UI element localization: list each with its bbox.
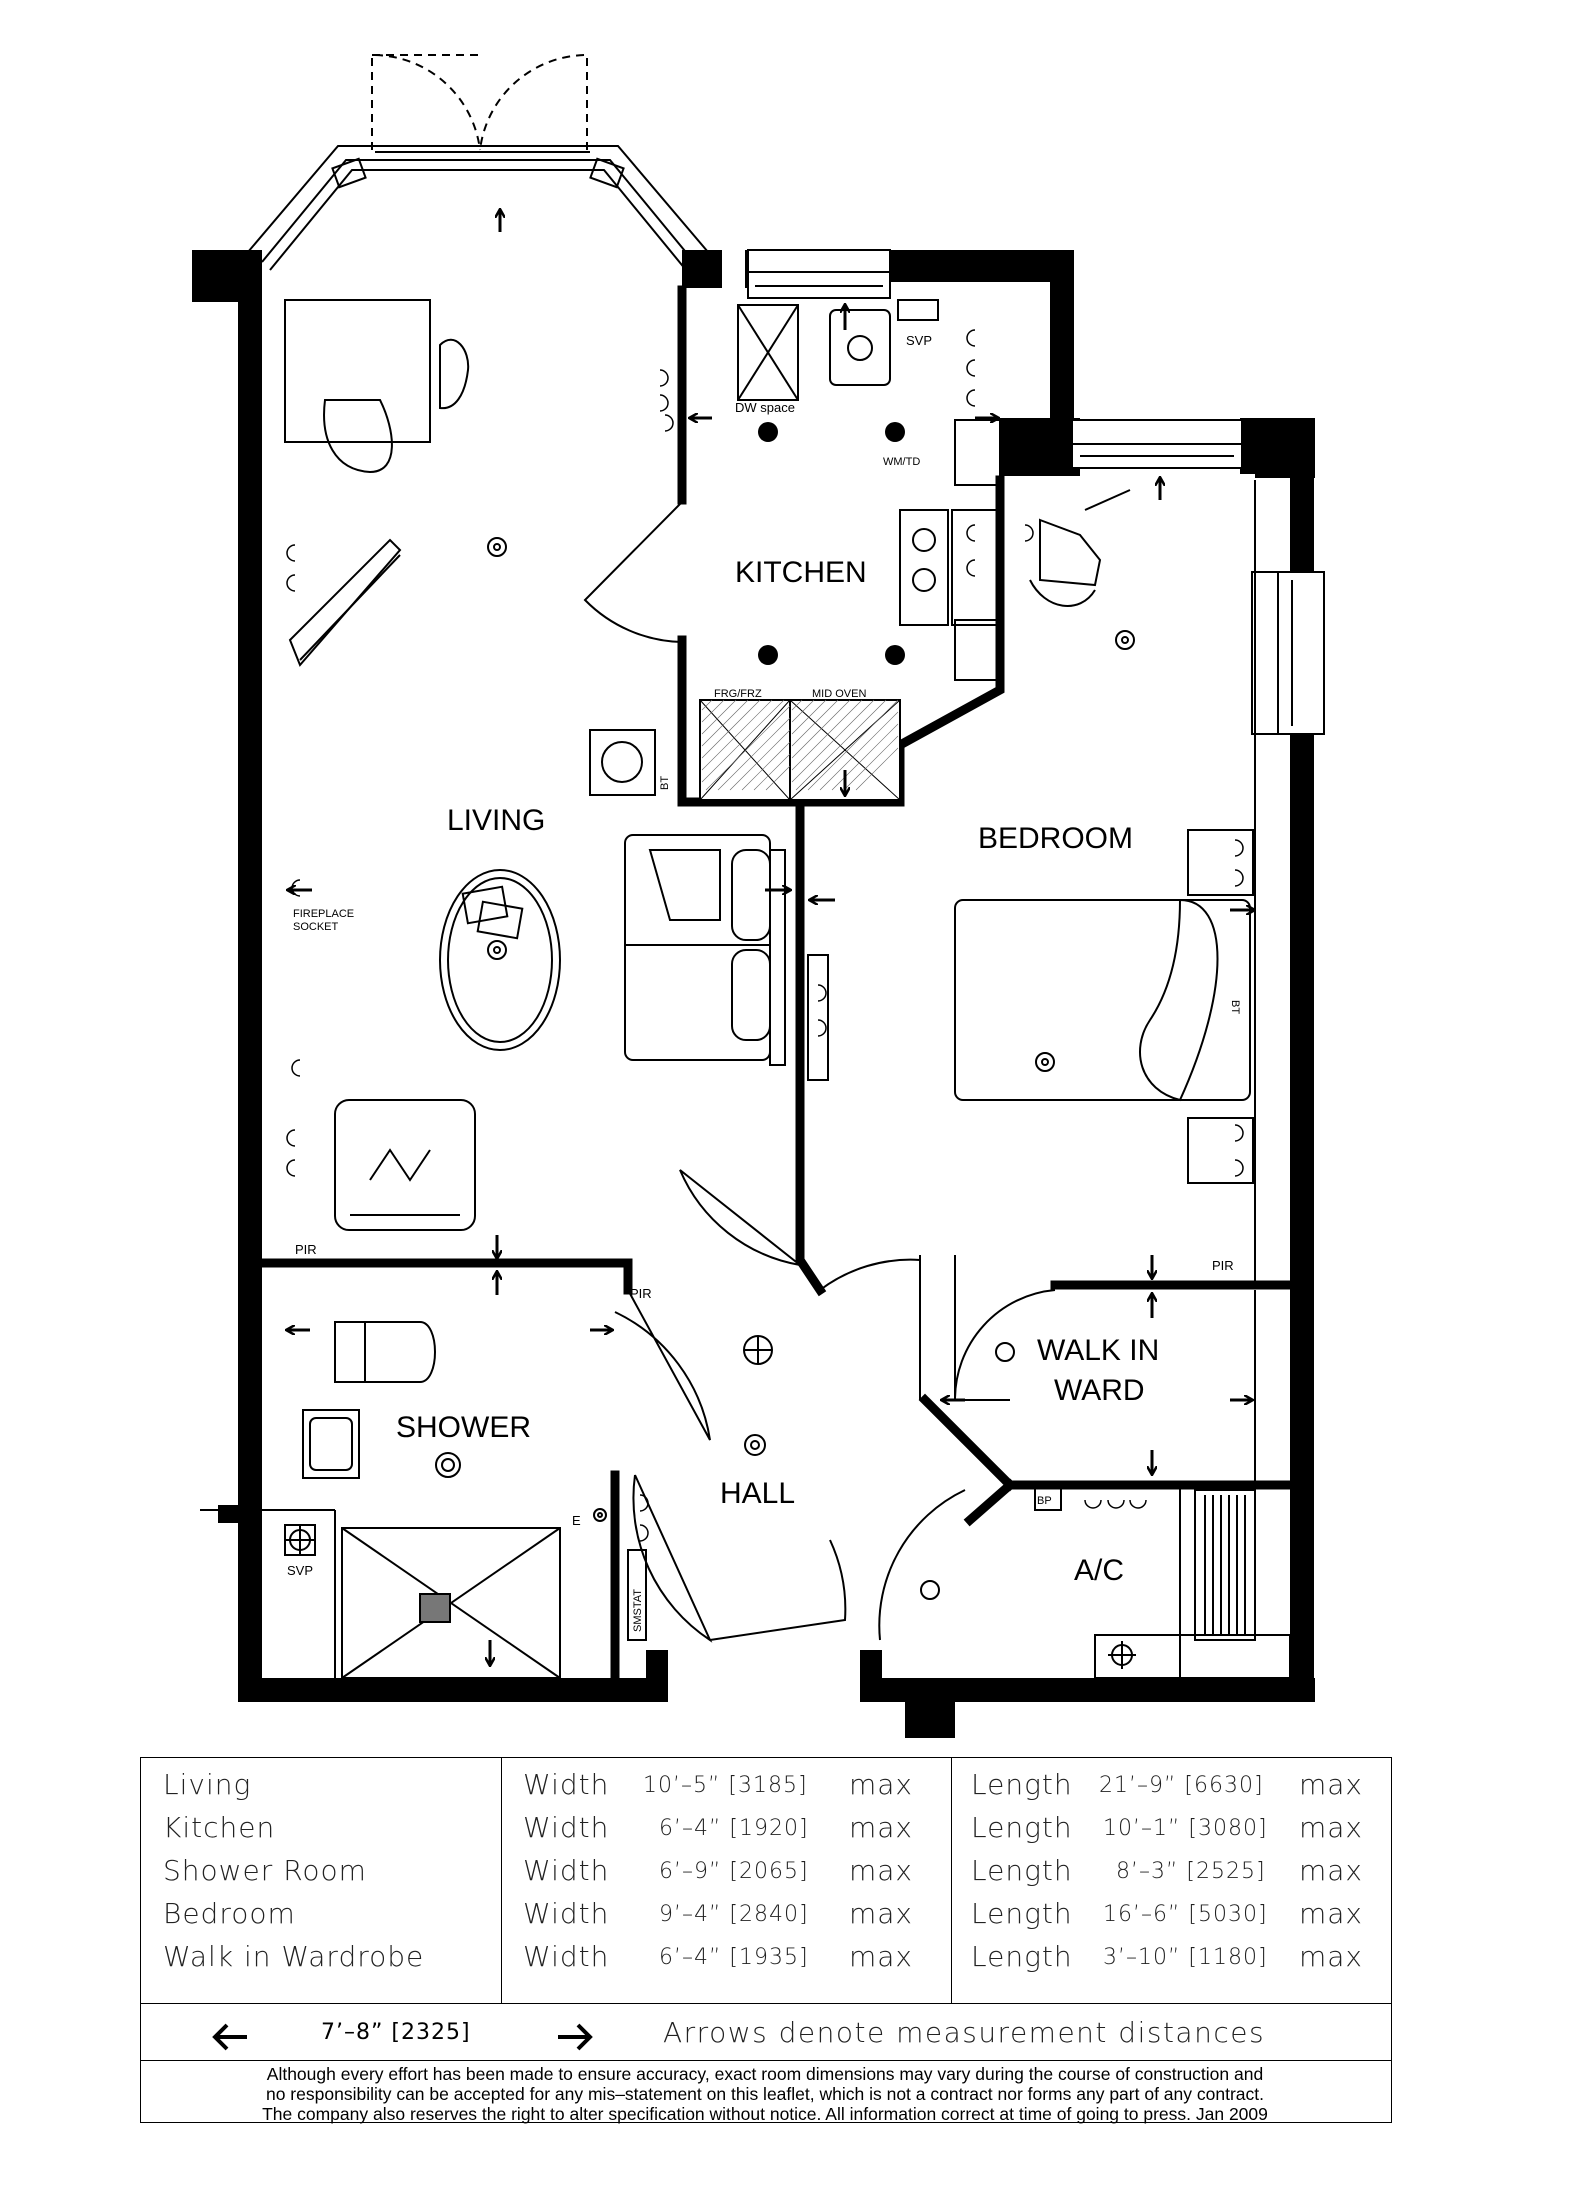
living-furniture [284, 299, 829, 1231]
bt-bedroom-label: BT [1229, 1000, 1241, 1014]
windows [747, 249, 1325, 735]
legend-row-kitchen: Kitchen Width 6’–4” [1920] max Length 10… [141, 1811, 1391, 1853]
pir-living-label: PIR [295, 1242, 317, 1257]
bay-window [247, 53, 709, 271]
legend-length-label: Length [971, 1854, 1073, 1887]
legend-width-label: Width [523, 1768, 610, 1801]
legend-max: max [849, 1854, 914, 1887]
legend-room: Walk in Wardrobe [163, 1940, 425, 1973]
mid-oven-label: MID OVEN [812, 688, 866, 700]
legend-width-label: Width [523, 1811, 610, 1844]
legend-max: max [1299, 1768, 1364, 1801]
legend-width-label: Width [523, 1854, 610, 1887]
legend-row-shower: Shower Room Width 6’–9” [2065] max Lengt… [141, 1854, 1391, 1896]
room-walk-in-label: WALK IN [1037, 1334, 1159, 1367]
legend-length: 3’–10” [1180] [1103, 1945, 1268, 1970]
arrow-note: Arrows denote measurement distances [663, 2016, 1266, 2049]
legend-room: Shower Room [163, 1854, 367, 1887]
room-shower-label: SHOWER [396, 1411, 531, 1444]
legend-max: max [849, 1811, 914, 1844]
legend-row-living: Living Width 10’–5” [3185] max Length 21… [141, 1768, 1391, 1810]
legend-length-label: Length [971, 1940, 1073, 1973]
disclaimer-line: Although every effort has been made to e… [266, 2064, 1264, 2084]
bp-label: BP [1037, 1495, 1052, 1507]
fireplace-label: FIREPLACE [293, 908, 354, 920]
wm-td-label: WM/TD [883, 456, 920, 468]
arrow-scale-dimension: 7’–8” [2325] [321, 2020, 471, 2045]
e-label: E [572, 1513, 581, 1528]
legend-max: max [1299, 1854, 1364, 1887]
room-ac-label: A/C [1074, 1554, 1124, 1587]
measurement-arrows [287, 210, 1254, 1665]
kitchen-fittings [699, 299, 1001, 801]
svp-shower-label: SVP [287, 1563, 313, 1578]
interior-walls [257, 285, 1295, 1685]
room-kitchen-label: KITCHEN [735, 556, 867, 589]
socket-label: SOCKET [293, 921, 339, 933]
pir-hall-label: PIR [630, 1286, 652, 1301]
legend-divider [951, 1758, 952, 2003]
room-bedroom-label: BEDROOM [978, 822, 1133, 855]
disclaimer: Although every effort has been made to e… [147, 2064, 1383, 2124]
doors [583, 501, 1056, 1643]
legend-max: max [1299, 1897, 1364, 1930]
legend-divider [141, 2003, 1391, 2004]
svp-kitchen-label: SVP [906, 333, 932, 348]
arrow-left-icon [212, 2023, 247, 2051]
smstat-label: SMSTAT [632, 1589, 644, 1632]
room-living-label: LIVING [447, 804, 545, 837]
floor-plan: KITCHEN LIVING BEDROOM SHOWER HALL WALK … [192, 53, 1325, 1738]
legend-max: max [849, 1897, 914, 1930]
dimensions-legend: Living Width 10’–5” [3185] max Length 21… [140, 1757, 1392, 2124]
legend-room: Living [163, 1768, 252, 1801]
legend-length: 16’–6” [5030] [1103, 1902, 1268, 1927]
legend-max: max [849, 1940, 914, 1973]
legend-divider [501, 1758, 502, 2003]
thin-walls [200, 480, 1256, 1678]
legend-row-wardrobe: Walk in Wardrobe Width 6’–4” [1935] max … [141, 1940, 1391, 1982]
legend-length: 21’–9” [6630] [1099, 1773, 1264, 1798]
legend-divider [141, 2060, 1391, 2061]
disclaimer-line: no responsibility can be accepted for an… [265, 2084, 1264, 2104]
legend-length-label: Length [971, 1811, 1073, 1844]
legend-length: 10’–1” [3080] [1103, 1816, 1268, 1841]
legend-room: Bedroom [163, 1897, 296, 1930]
legend-width: 9’–4” [2840] [659, 1902, 809, 1927]
legend-width: 6’–4” [1920] [659, 1816, 809, 1841]
bt-living-label: BT [659, 776, 671, 790]
legend-room: Kitchen [163, 1811, 276, 1844]
legend-max: max [1299, 1940, 1364, 1973]
fixture-labels: DW space SVP WM/TD FRG/FRZ MID OVEN FIRE… [287, 333, 1241, 1632]
legend-length-label: Length [971, 1897, 1073, 1930]
shower-fittings [284, 1321, 647, 1679]
room-hall-label: HALL [720, 1477, 795, 1510]
legend-max: max [849, 1768, 914, 1801]
legend-width: 10’–5” [3185] [643, 1773, 808, 1798]
exterior-walls [192, 250, 1315, 1738]
disclaimer-line: The company also reserves the right to a… [262, 2104, 1268, 2124]
legend-length: 8’–3” [2525] [1116, 1859, 1266, 1884]
arrow-scale-row: 7’–8” [2325] Arrows denote measurement d… [141, 2008, 1391, 2060]
legend-width: 6’–4” [1935] [659, 1945, 809, 1970]
room-labels: KITCHEN LIVING BEDROOM SHOWER HALL WALK … [396, 556, 1159, 1587]
arrow-right-icon [558, 2023, 593, 2051]
legend-length-label: Length [971, 1768, 1073, 1801]
bedroom-furniture [954, 489, 1254, 1184]
ceiling-lights [435, 537, 1135, 1600]
legend-width-label: Width [523, 1940, 610, 1973]
frg-frz-label: FRG/FRZ [714, 688, 762, 700]
legend-width: 6’–9” [2065] [659, 1859, 809, 1884]
legend-max: max [1299, 1811, 1364, 1844]
dw-space-label: DW space [735, 400, 795, 415]
legend-row-bedroom: Bedroom Width 9’–4” [2840] max Length 16… [141, 1897, 1391, 1939]
pir-bedroom-label: PIR [1212, 1258, 1234, 1273]
ac-cupboard [1034, 1487, 1291, 1679]
room-ward-label: WARD [1054, 1374, 1145, 1407]
spotlights [758, 422, 905, 665]
legend-width-label: Width [523, 1897, 610, 1930]
kitchen-hatching [701, 699, 899, 791]
